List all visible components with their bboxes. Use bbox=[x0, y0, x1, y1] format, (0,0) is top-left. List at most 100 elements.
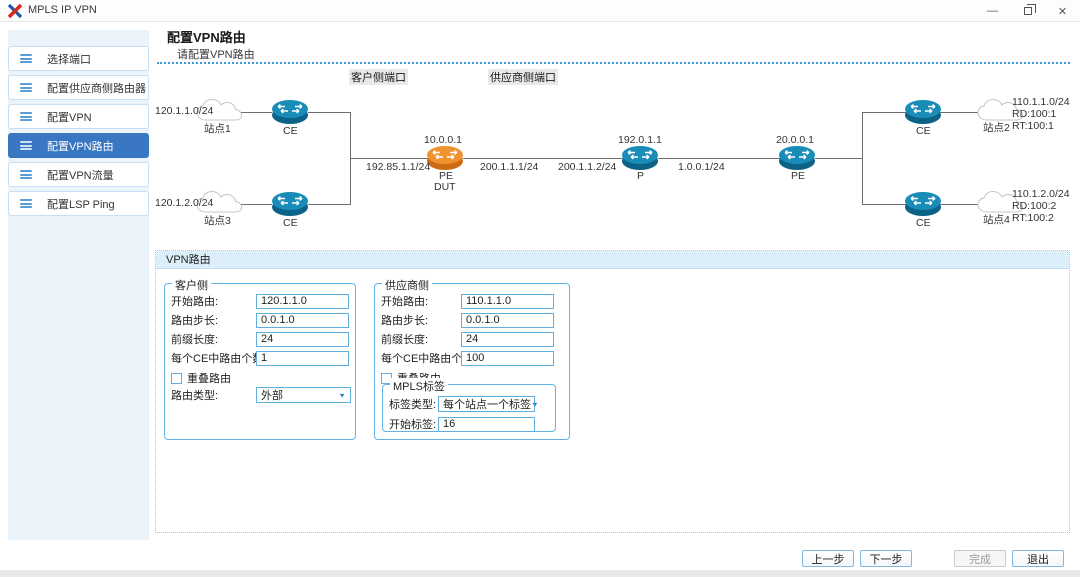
link-ce-dut-label: 192.85.1.1/24 bbox=[366, 161, 431, 173]
link-pe-junction bbox=[815, 158, 863, 159]
ce4-label: CE bbox=[916, 217, 931, 229]
ce1-label: CE bbox=[283, 125, 298, 137]
customer-route-step-row: 路由步长: bbox=[171, 312, 349, 328]
sidebar-item-label: 配置VPN路由 bbox=[47, 140, 114, 153]
provider-prefix-row: 前缀长度: bbox=[381, 331, 554, 347]
sidebar-item-label: 配置LSP Ping bbox=[47, 198, 115, 211]
customer-port-label: 客户侧端口 bbox=[349, 69, 408, 85]
header-divider bbox=[157, 62, 1070, 64]
sidebar-item-label: 配置VPN bbox=[47, 111, 92, 124]
customer-overlap-checkbox[interactable] bbox=[171, 372, 182, 384]
site4-rd-label: RD:100:2 bbox=[1012, 200, 1057, 212]
link-junction-dut bbox=[350, 158, 428, 159]
customer-start-route-input[interactable] bbox=[256, 293, 349, 309]
customer-routes-per-ce-row: 每个CE中路由个数: bbox=[171, 350, 349, 366]
routes-per-ce-label: 每个CE中路由个数: bbox=[171, 353, 267, 365]
site1-network-label: 120.1.1.0/24 bbox=[155, 105, 214, 117]
maximize-button[interactable] bbox=[1010, 0, 1045, 22]
link-dut-p bbox=[463, 158, 623, 159]
customer-start-route-row: 开始路由: bbox=[171, 293, 349, 309]
customer-route-step-input[interactable] bbox=[256, 312, 349, 328]
wizard-sidebar: 选择端口 配置供应商侧路由器 配置VPN 配置VPN路由 配置VPN流量 配置L… bbox=[8, 30, 149, 540]
sidebar-item-config-vpn-traffic[interactable]: 配置VPN流量 bbox=[8, 162, 149, 187]
window-controls: — ✕ bbox=[975, 0, 1080, 22]
sidebar-item-select-port[interactable]: 选择端口 bbox=[8, 46, 149, 71]
link-site3-ce bbox=[218, 204, 272, 205]
link-p-pe-label: 1.0.0.1/24 bbox=[678, 161, 725, 173]
vpn-route-panel: VPN路由 客户侧 开始路由: 路由步长: 前缀长度: 每个CE中路由个数: 重… bbox=[155, 250, 1070, 533]
pe-dut-router-icon bbox=[427, 146, 463, 170]
route-type-label: 路由类型: bbox=[171, 390, 219, 402]
site2-network-label: 110.1.1.0/24 bbox=[1012, 96, 1070, 108]
p-ip-label: 192.0.1.1 bbox=[618, 134, 662, 146]
restore-icon bbox=[1023, 4, 1036, 15]
routes-per-ce-label: 每个CE中路由个数: bbox=[381, 353, 477, 365]
route-step-label: 路由步长: bbox=[171, 315, 219, 327]
page-title: 配置VPN路由 bbox=[167, 30, 246, 45]
start-label-label: 开始标签: bbox=[389, 419, 437, 431]
chevron-down-icon: ▼ bbox=[531, 400, 539, 408]
customer-routes-per-ce-input[interactable] bbox=[256, 350, 349, 366]
site2-name-label: 站点2 bbox=[983, 122, 1010, 134]
mpls-start-label-input[interactable] bbox=[438, 416, 535, 432]
mpls-label-type-row: 标签类型: 每个站点一个标签 ▼ bbox=[389, 396, 539, 412]
provider-prefix-input[interactable] bbox=[461, 331, 554, 347]
link-junction-ce-bottom bbox=[862, 204, 906, 205]
site4-network-label: 110.1.2.0/24 bbox=[1012, 188, 1070, 200]
site3-name-label: 站点3 bbox=[204, 215, 231, 227]
ce2-router-icon bbox=[272, 192, 308, 216]
site4-cloud-icon bbox=[977, 190, 1024, 213]
sidebar-item-label: 选择端口 bbox=[47, 53, 91, 66]
vpn-panel-header: VPN路由 bbox=[156, 251, 1069, 269]
minimize-button[interactable]: — bbox=[975, 0, 1010, 22]
provider-routes-per-ce-input[interactable] bbox=[461, 350, 554, 366]
next-button[interactable]: 下一步 bbox=[860, 550, 912, 567]
label-type-dropdown[interactable]: 每个站点一个标签 ▼ bbox=[438, 396, 539, 412]
provider-route-step-row: 路由步长: bbox=[381, 312, 554, 328]
route-type-dropdown[interactable]: 外部 ▼ bbox=[256, 387, 351, 403]
customer-prefix-row: 前缀长度: bbox=[171, 331, 349, 347]
title-bar: MPLS IP VPN — ✕ bbox=[0, 0, 1080, 22]
route-step-label: 路由步长: bbox=[381, 315, 429, 327]
link-junction-ce-top bbox=[862, 112, 906, 113]
menu-icon bbox=[20, 140, 32, 152]
previous-button[interactable]: 上一步 bbox=[802, 550, 854, 567]
label-type-label: 标签类型: bbox=[389, 399, 437, 411]
mpls-start-label-row: 开始标签: bbox=[389, 416, 535, 432]
pe-ip-label: 20.0.0.1 bbox=[776, 134, 814, 146]
p-name-label: P bbox=[637, 170, 645, 182]
exit-button[interactable]: 退出 bbox=[1012, 550, 1064, 567]
ce1-router-icon bbox=[272, 100, 308, 124]
sidebar-item-config-provider-router[interactable]: 配置供应商侧路由器 bbox=[8, 75, 149, 100]
junction-right bbox=[862, 112, 863, 205]
overlap-route-label: 重叠路由 bbox=[187, 373, 231, 385]
page-subtitle: 请配置VPN路由 bbox=[177, 49, 255, 61]
link-p-pe bbox=[658, 158, 780, 159]
minimize-icon: — bbox=[987, 5, 998, 17]
start-route-label: 开始路由: bbox=[381, 296, 429, 308]
prefix-length-label: 前缀长度: bbox=[381, 334, 429, 346]
site3-network-label: 120.1.2.0/24 bbox=[155, 197, 214, 209]
provider-route-step-input[interactable] bbox=[461, 312, 554, 328]
close-icon: ✕ bbox=[1057, 5, 1068, 18]
route-type-value: 外部 bbox=[261, 390, 283, 402]
sidebar-item-label: 配置供应商侧路由器 bbox=[47, 82, 146, 95]
link-site1-ce bbox=[218, 112, 272, 113]
provider-start-route-input[interactable] bbox=[461, 293, 554, 309]
provider-port-label: 供应商侧端口 bbox=[488, 69, 558, 85]
pe-router-icon bbox=[779, 146, 815, 170]
menu-icon bbox=[20, 111, 32, 123]
sidebar-item-config-vpn[interactable]: 配置VPN bbox=[8, 104, 149, 129]
link-dut-p-a-label: 200.1.1.1/24 bbox=[480, 161, 539, 173]
chevron-down-icon: ▼ bbox=[338, 391, 346, 399]
site1-cloud-icon bbox=[196, 98, 243, 121]
dut-ip-label: 10.0.0.1 bbox=[424, 134, 462, 146]
sidebar-item-config-vpn-route[interactable]: 配置VPN路由 bbox=[8, 133, 149, 158]
close-button[interactable]: ✕ bbox=[1045, 0, 1080, 22]
site4-rt-label: RT:100:2 bbox=[1012, 212, 1054, 224]
sidebar-item-config-lsp-ping[interactable]: 配置LSP Ping bbox=[8, 191, 149, 216]
link-ce-site4 bbox=[940, 204, 982, 205]
site4-name-label: 站点4 bbox=[983, 214, 1010, 226]
pe-name-label: PE bbox=[791, 170, 806, 182]
customer-prefix-input[interactable] bbox=[256, 331, 349, 347]
